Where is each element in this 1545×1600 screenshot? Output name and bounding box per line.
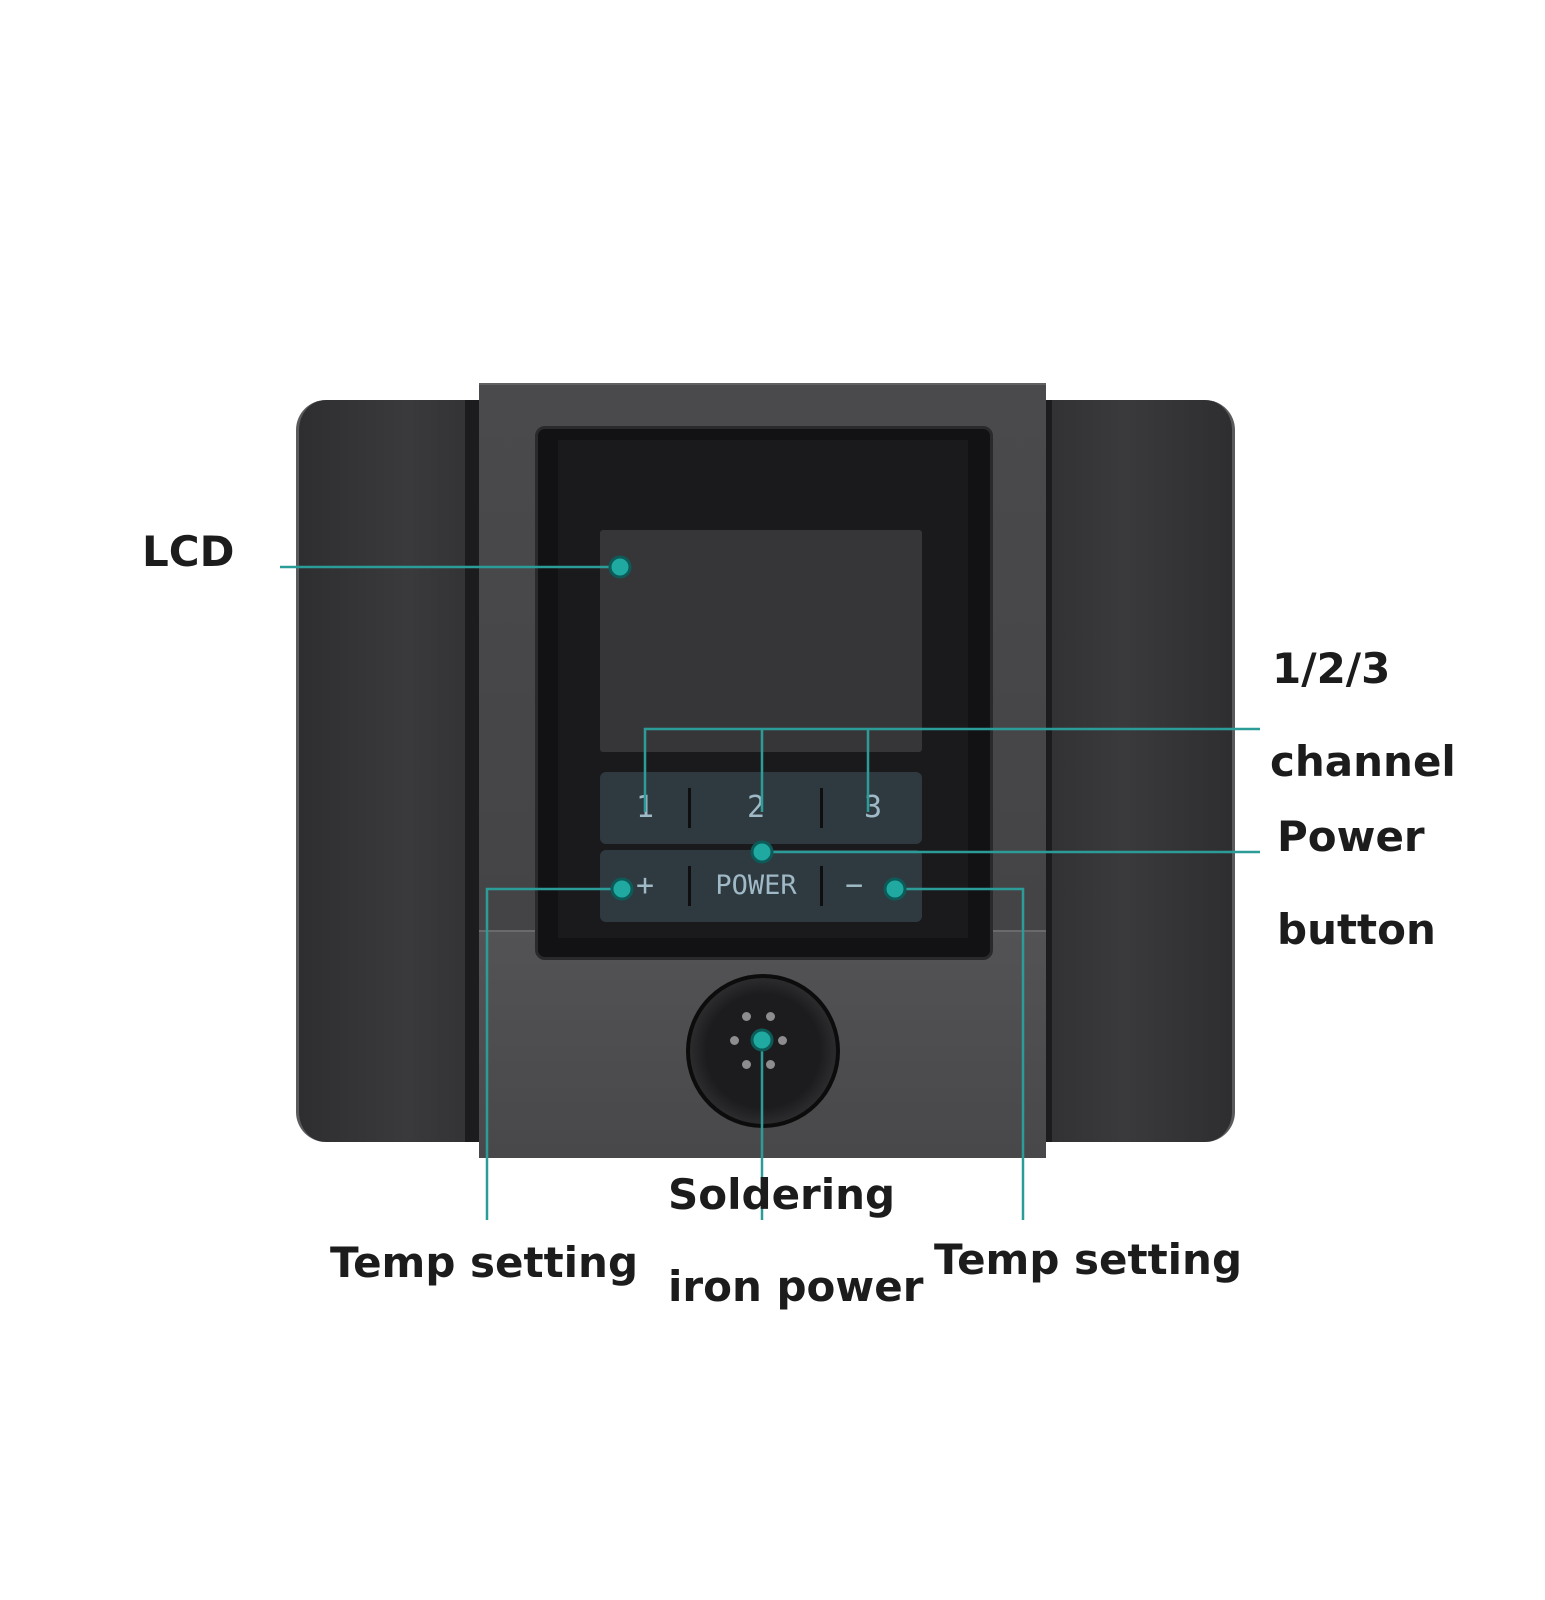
- connector-pin: [742, 1060, 751, 1069]
- temp-right-marker: [883, 877, 907, 901]
- connector-pin: [778, 1036, 787, 1045]
- device-right-side: [1052, 400, 1235, 1142]
- channel-leader-line: [643, 727, 1260, 812]
- power-label-line2: button: [1277, 905, 1436, 954]
- power-label-line1: Power: [1277, 812, 1425, 861]
- channel-label-line2: channel: [1270, 737, 1456, 786]
- temp-setting-left-label: Temp setting: [330, 1238, 639, 1287]
- temp-left-leader-line: [485, 887, 622, 1220]
- power-button[interactable]: POWER: [715, 870, 797, 901]
- soldering-label-line1: Soldering: [668, 1170, 896, 1219]
- power-marker: [750, 840, 774, 864]
- temp-plus-button[interactable]: +: [635, 868, 655, 903]
- temp-right-leader-line: [895, 887, 1025, 1220]
- device-left-groove: [465, 400, 479, 1142]
- lcd-label: LCD: [142, 527, 235, 576]
- soldering-label-line2: iron power: [668, 1262, 924, 1311]
- temp-left-marker: [610, 877, 634, 901]
- temp-setting-right-label: Temp setting: [934, 1235, 1243, 1284]
- connector-pin: [766, 1060, 775, 1069]
- button-separator: [688, 866, 691, 906]
- lcd-display: [600, 530, 922, 752]
- connector-pin: [766, 1012, 775, 1021]
- channel-label-line1: 1/2/3: [1272, 644, 1391, 693]
- connector-pin: [730, 1036, 739, 1045]
- temp-minus-button[interactable]: −: [844, 868, 864, 903]
- device-left-side: [296, 400, 479, 1142]
- connector-pin: [742, 1012, 751, 1021]
- soldering-marker: [750, 1028, 774, 1052]
- button-separator: [820, 866, 823, 906]
- channel-2-button[interactable]: 2: [746, 790, 766, 825]
- button-separator: [688, 788, 691, 828]
- button-separator: [820, 788, 823, 828]
- lcd-marker: [608, 555, 632, 579]
